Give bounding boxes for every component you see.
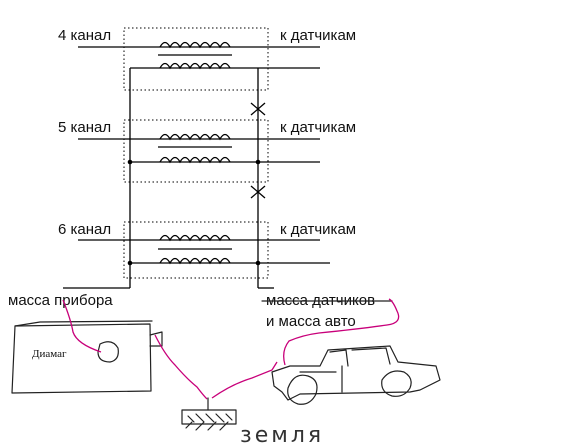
junction-dot [127, 159, 133, 165]
device-body [11, 323, 152, 394]
channel-6-sensor-label: к датчикам [280, 221, 356, 238]
car-to-earth-wire [211, 361, 278, 399]
channel-6-lower-coil [159, 257, 231, 265]
channel-6-block: 6 канал к датчикам [58, 221, 356, 279]
channel-5-frame [123, 119, 269, 183]
device-connector [149, 331, 163, 347]
device-knob [97, 341, 119, 363]
channel-4-frame [123, 27, 269, 91]
break-mark-upper [250, 102, 266, 116]
channel-4-lower-coil [159, 62, 231, 70]
sensor-ground-label-line2: и масса авто [266, 313, 356, 330]
channel-4-upper-coil [159, 41, 231, 49]
ground-buses [63, 68, 274, 289]
car-wheel-rear [381, 370, 412, 397]
car-body [271, 345, 441, 401]
device-side [14, 320, 153, 327]
junction-dot [127, 260, 133, 266]
channel-6-frame [123, 221, 269, 279]
channel-4-label: 4 канал [58, 27, 111, 44]
junction-dot [255, 260, 261, 266]
junction-dot [255, 159, 261, 165]
break-mark-lower [250, 185, 266, 199]
car-door-line [299, 365, 343, 393]
channel-5-block: 5 канал к датчикам [58, 119, 356, 183]
channel-6-upper-coil [159, 234, 231, 242]
channel-5-label: 5 канал [58, 119, 111, 136]
earth-symbol [181, 397, 237, 431]
channel-5-lower-coil [159, 156, 231, 164]
car-sketch [271, 345, 441, 405]
channel-5-sensor-label: к датчикам [280, 119, 356, 136]
earth-label: земля [240, 423, 324, 445]
car-window-line [329, 347, 391, 367]
car-wheel-front [287, 374, 318, 405]
device-ground-wire [62, 299, 102, 353]
channel-4-sensor-label: к датчикам [280, 27, 356, 44]
device-label: Диамаг [32, 348, 67, 360]
car-ground-wire [283, 298, 400, 366]
channel-6-label: 6 канал [58, 221, 111, 238]
channel-5-upper-coil [159, 133, 231, 141]
device-ground-label: масса прибора [8, 292, 113, 309]
device-sketch: Диамаг [11, 320, 163, 394]
device-to-earth-wire [154, 334, 208, 400]
channel-4-block: 4 канал к датчикам [58, 27, 356, 91]
